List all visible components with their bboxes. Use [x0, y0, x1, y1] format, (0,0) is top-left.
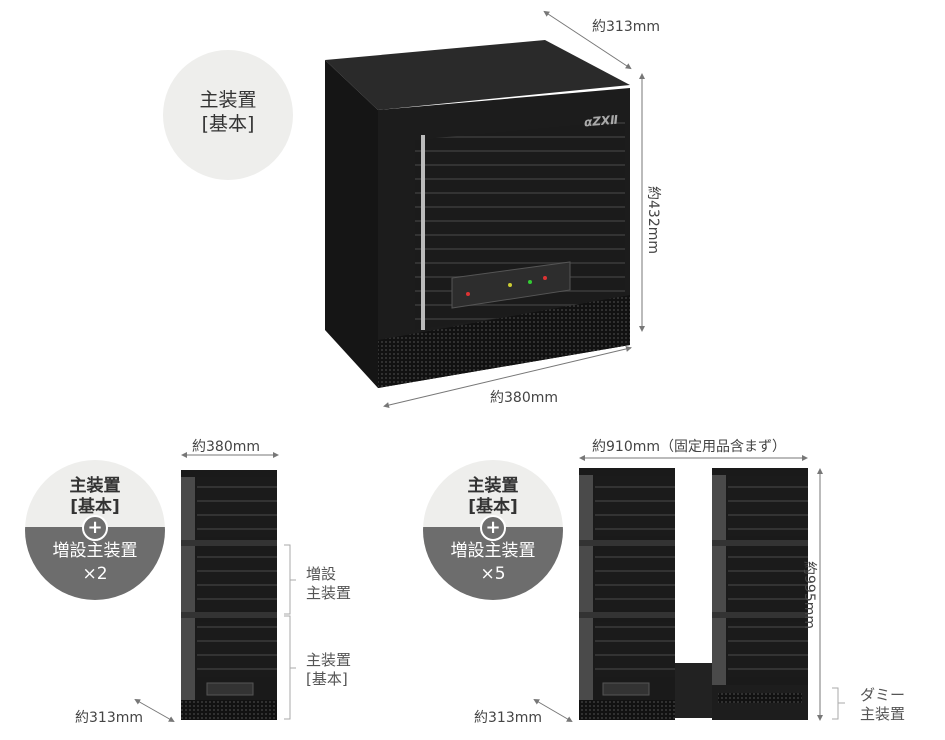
circle-label: [基本] — [70, 497, 120, 517]
circle-label: [基本] — [201, 113, 255, 135]
width-dimension: 約380mm — [192, 439, 260, 455]
circle-label: 主装置 — [69, 476, 121, 496]
config-circle-x5: 主装置 [基本] 増設主装置 ×5 — [423, 460, 563, 600]
circle-label: ×5 — [480, 564, 506, 584]
extension-unit-label: 主装置 — [306, 584, 352, 602]
main-unit-circle: 主装置 [基本] — [163, 50, 293, 180]
brand-logo-text: αZXⅡ — [583, 112, 619, 130]
extension-unit-label: 増設 — [306, 565, 337, 583]
depth-dimension: 約313mm — [592, 19, 660, 35]
height-dimension: 約995mm — [801, 561, 817, 629]
circle-label: ×2 — [82, 564, 108, 584]
main-unit-label: 主装置 — [306, 651, 352, 669]
height-dimension: 約432mm — [645, 186, 661, 254]
main-unit-label: [基本] — [306, 670, 348, 688]
plus-icon: + — [480, 515, 506, 541]
plus-icon: + — [82, 515, 108, 541]
main-unit-image — [325, 40, 630, 388]
depth-dimension: 約313mm — [75, 710, 143, 726]
circle-label: 主装置 — [467, 476, 519, 496]
width-dimension: 約910mm（固定用品含まず） — [592, 439, 786, 455]
tower-6-units-image — [579, 468, 808, 720]
dummy-unit-label: ダミー — [860, 686, 906, 704]
tower-2-units-image — [181, 470, 277, 720]
circle-label: 主装置 — [199, 89, 257, 111]
width-dimension: 約380mm — [490, 390, 558, 406]
dummy-unit-label: 主装置 — [860, 705, 906, 723]
circle-label: [基本] — [468, 497, 518, 517]
depth-dimension: 約313mm — [474, 710, 542, 726]
circle-label: 増設主装置 — [450, 541, 536, 561]
circle-label: 増設主装置 — [52, 541, 138, 561]
